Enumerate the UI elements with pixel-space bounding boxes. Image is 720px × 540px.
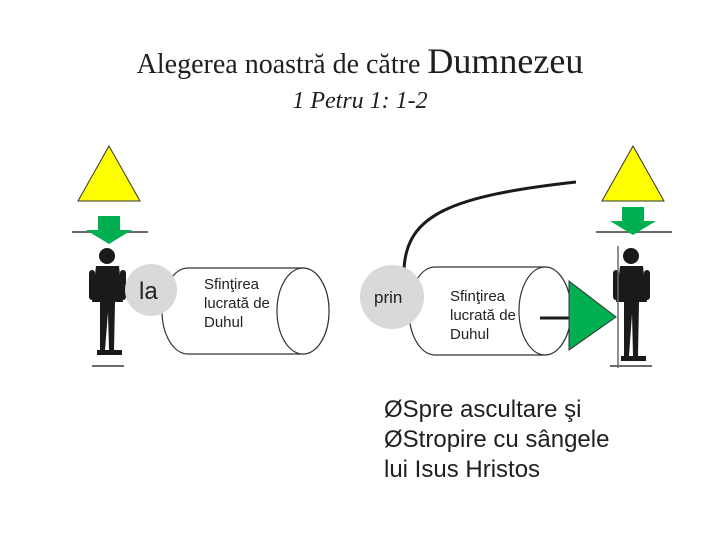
right-green-arrow: [540, 279, 617, 351]
bullet-marker: Ø: [384, 426, 403, 453]
right-cylinder-line-3: Duhul: [450, 326, 489, 343]
right-cylinder-line-2: lucrată de: [450, 307, 516, 324]
left-person-figure: [89, 248, 126, 367]
middle-circle-label: prin: [374, 288, 402, 307]
slide-title: Alegerea noastră de către Dumnezeu: [0, 40, 720, 82]
bullet-item: ØSpre ascultare şi: [384, 395, 609, 425]
right-green-down-arrow: [596, 207, 672, 235]
slide-subtitle: 1 Petru 1: 1-2: [292, 88, 428, 114]
left-cylinder-line-1: Sfinţirea: [204, 276, 260, 293]
middle-circle: [360, 265, 424, 329]
right-person-figure: [610, 246, 652, 368]
curved-connector: [402, 180, 577, 271]
bullet-text: Spre ascultare şi: [402, 396, 582, 423]
left-green-down-arrow: [72, 216, 148, 244]
left-circle: [125, 264, 177, 316]
bullet-text: Stropire cu sângele: [402, 426, 610, 453]
left-cylinder-line-3: Duhul: [204, 314, 243, 331]
bullet-item: ØStropire cu sângele: [384, 425, 609, 455]
title-main: Alegerea noastră de către: [136, 49, 421, 80]
right-cylinder: [408, 266, 572, 356]
left-cylinder-line-2: lucrată de: [204, 295, 270, 312]
bullet-continuation: lui Isus Hristos: [384, 456, 541, 483]
bullet-marker: Ø: [384, 396, 403, 423]
title-emphasis: Dumnezeu: [427, 41, 584, 81]
bullet-list: ØSpre ascultare şi ØStropire cu sângele …: [384, 395, 609, 485]
left-yellow-triangle: [77, 144, 141, 202]
right-cylinder-line-1: Sfinţirea: [450, 288, 506, 305]
left-circle-label: la: [139, 278, 158, 305]
right-yellow-triangle: [601, 144, 665, 202]
